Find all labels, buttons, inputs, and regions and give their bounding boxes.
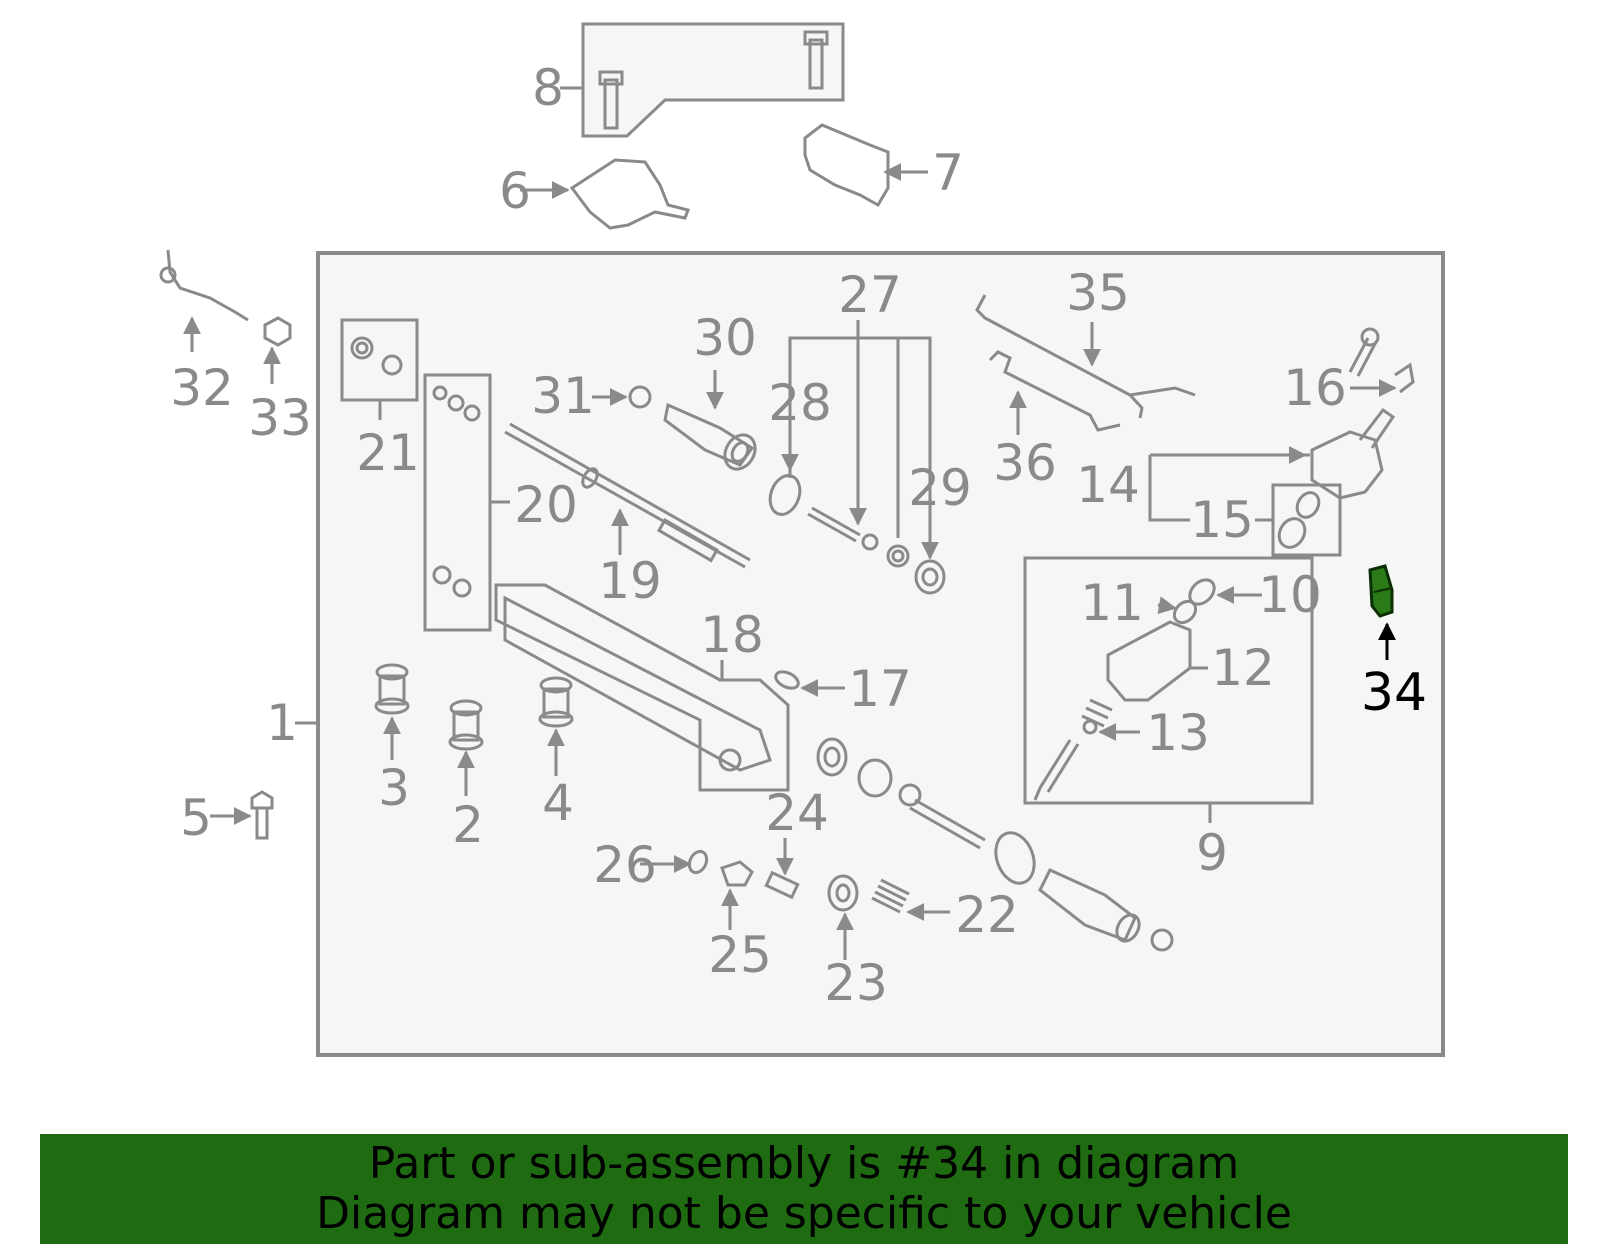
- callout-36: 36: [993, 434, 1057, 492]
- callout-28: 28: [768, 374, 832, 432]
- housing-18-outline: [494, 583, 790, 792]
- callout-16: 16: [1283, 359, 1347, 417]
- tube-35-icon: [975, 294, 1196, 419]
- box-9: [1023, 556, 1314, 805]
- callout-4: 4: [542, 774, 574, 832]
- clip-25-icon: [720, 860, 754, 887]
- highlighted-part-34-icon: [1368, 564, 1394, 618]
- bushing-3-icon: [374, 663, 410, 715]
- callout-1: 1: [266, 694, 298, 752]
- callout-9: 9: [1196, 824, 1228, 882]
- bracket-6-icon: [569, 158, 690, 230]
- banner-line-2: Diagram may not be specific to your vehi…: [316, 1188, 1292, 1239]
- callout-31: 31: [531, 367, 595, 425]
- callout-22: 22: [955, 886, 1019, 944]
- callout-30: 30: [693, 309, 757, 367]
- assembly-panel: [316, 251, 1445, 1057]
- callout-20: 20: [514, 476, 578, 534]
- bolt-right-icon: [808, 38, 824, 90]
- bolt-left-icon: [603, 78, 619, 130]
- seal-28-icon: [768, 474, 802, 516]
- callout-18: 18: [700, 606, 764, 664]
- callout-11: 11: [1080, 574, 1144, 632]
- bushing-2-icon: [448, 699, 484, 751]
- callout-5: 5: [180, 789, 212, 847]
- callout-3: 3: [378, 759, 410, 817]
- banner-line-1: Part or sub-assembly is #34 in diagram: [368, 1138, 1240, 1189]
- spring-22-icon: [871, 878, 910, 914]
- plate-12-icon: [1106, 620, 1192, 702]
- callout-33: 33: [248, 389, 312, 447]
- seal-11-icon: [1172, 599, 1198, 625]
- callout-17: 17: [848, 660, 912, 718]
- o-ring-17-icon: [774, 670, 800, 690]
- boot-30-icon: [663, 402, 757, 471]
- callout-21: 21: [356, 424, 420, 482]
- callout-27: 27: [838, 266, 902, 324]
- callout-10: 10: [1258, 566, 1322, 624]
- bracket-7-icon: [803, 123, 890, 208]
- callout-8: 8: [532, 59, 564, 117]
- info-banner: Part or sub-assembly is #34 in diagram D…: [40, 1134, 1568, 1244]
- bolt-5-icon: [250, 790, 274, 840]
- callout-32: 32: [170, 359, 234, 417]
- nut-33-icon: [263, 316, 292, 347]
- pin-24-icon: [764, 870, 800, 900]
- callout-23: 23: [824, 954, 888, 1012]
- bracket-8-outline: [581, 22, 845, 138]
- callout-12: 12: [1211, 639, 1275, 697]
- tie-rod-end-32-icon: [166, 249, 249, 322]
- callout-29: 29: [908, 459, 972, 517]
- callout-19: 19: [598, 552, 662, 610]
- washer-23-icon: [827, 874, 859, 912]
- callout-14: 14: [1076, 456, 1140, 514]
- boot-right-icon: [1038, 868, 1141, 943]
- callout-24: 24: [765, 784, 829, 842]
- bushing-4-icon: [538, 676, 574, 728]
- callout-25: 25: [708, 926, 772, 984]
- callout-15: 15: [1190, 491, 1254, 549]
- callout-7: 7: [932, 144, 964, 202]
- callout-26: 26: [593, 836, 657, 894]
- clamp-31-icon: [628, 385, 652, 409]
- callout-2: 2: [452, 796, 484, 854]
- callout-13: 13: [1146, 704, 1210, 762]
- ring-29-icon: [914, 559, 946, 595]
- callout-35: 35: [1066, 264, 1130, 322]
- callout-34-highlighted: 34: [1361, 663, 1427, 723]
- tube-36-icon: [988, 350, 1121, 432]
- pinion-housing-14-icon: [1310, 430, 1384, 500]
- callout-6: 6: [499, 162, 531, 220]
